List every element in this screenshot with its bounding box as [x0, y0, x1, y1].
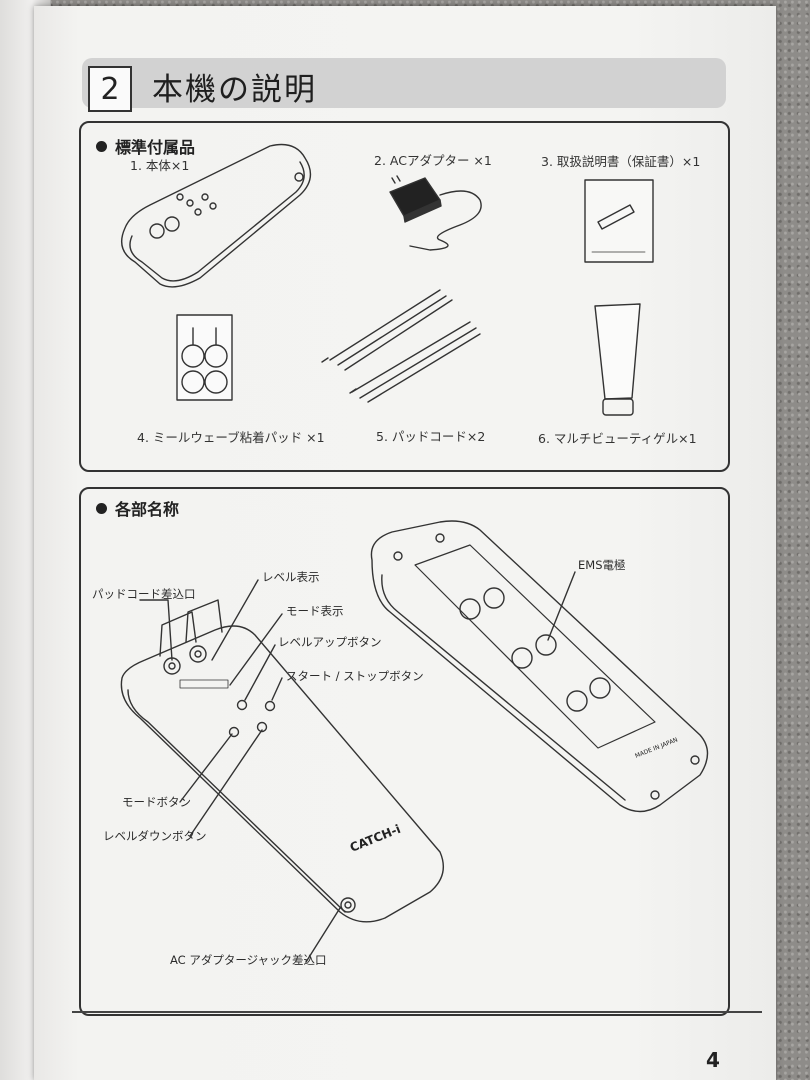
accessory-caption-6: 6. マルチビューティゲル×1	[538, 431, 697, 446]
label-level-down: レベルダウンボタン	[103, 829, 207, 843]
accessory-caption-3: 3. 取扱説明書（保証書）×1	[541, 154, 701, 169]
label-pad-cord-port: パッドコード差込口	[92, 587, 196, 601]
accessory-caption-4: 4. ミールウェーブ粘着パッド ×1	[137, 430, 325, 445]
section-title: 本機の説明	[152, 72, 317, 108]
page-number: 4	[706, 1048, 720, 1072]
footer-rule	[72, 1011, 762, 1013]
gel-tube-illustration	[594, 303, 641, 416]
ac-adapter-illustration	[389, 175, 482, 251]
pad-cords-illustration	[321, 289, 481, 403]
label-level-up: レベルアップボタン	[278, 635, 382, 649]
section-number: 2	[88, 66, 132, 112]
made-in-text: MADE IN JAPAN	[634, 736, 679, 759]
label-mode-button: モードボタン	[122, 795, 191, 809]
accessories-panel	[79, 121, 730, 472]
parts-heading: 各部名称	[96, 496, 179, 520]
device-illustration-small	[121, 143, 312, 288]
label-level-display: レベル表示	[262, 570, 320, 584]
device-illustration-front	[120, 579, 444, 963]
label-mode-display: モード表示	[286, 604, 344, 618]
brand-logo-text: CATCH-i	[348, 822, 403, 855]
accessory-caption-1: 1. 本体×1	[130, 158, 190, 173]
device-illustration-back	[370, 520, 709, 813]
label-start-stop: スタート / ストップボタン	[286, 669, 424, 683]
manual-illustration	[584, 179, 654, 263]
accessories-heading: 標準付属品	[96, 134, 195, 158]
pads-illustration	[176, 314, 233, 401]
accessory-caption-2: 2. ACアダプター ×1	[374, 153, 492, 168]
parts-panel	[79, 487, 730, 1016]
label-ac-jack: AC アダプタージャック差込口	[170, 953, 327, 967]
section-header-bar	[82, 58, 726, 108]
accessory-caption-5: 5. パッドコード×2	[376, 429, 486, 444]
label-ems: EMS電極	[578, 558, 626, 572]
